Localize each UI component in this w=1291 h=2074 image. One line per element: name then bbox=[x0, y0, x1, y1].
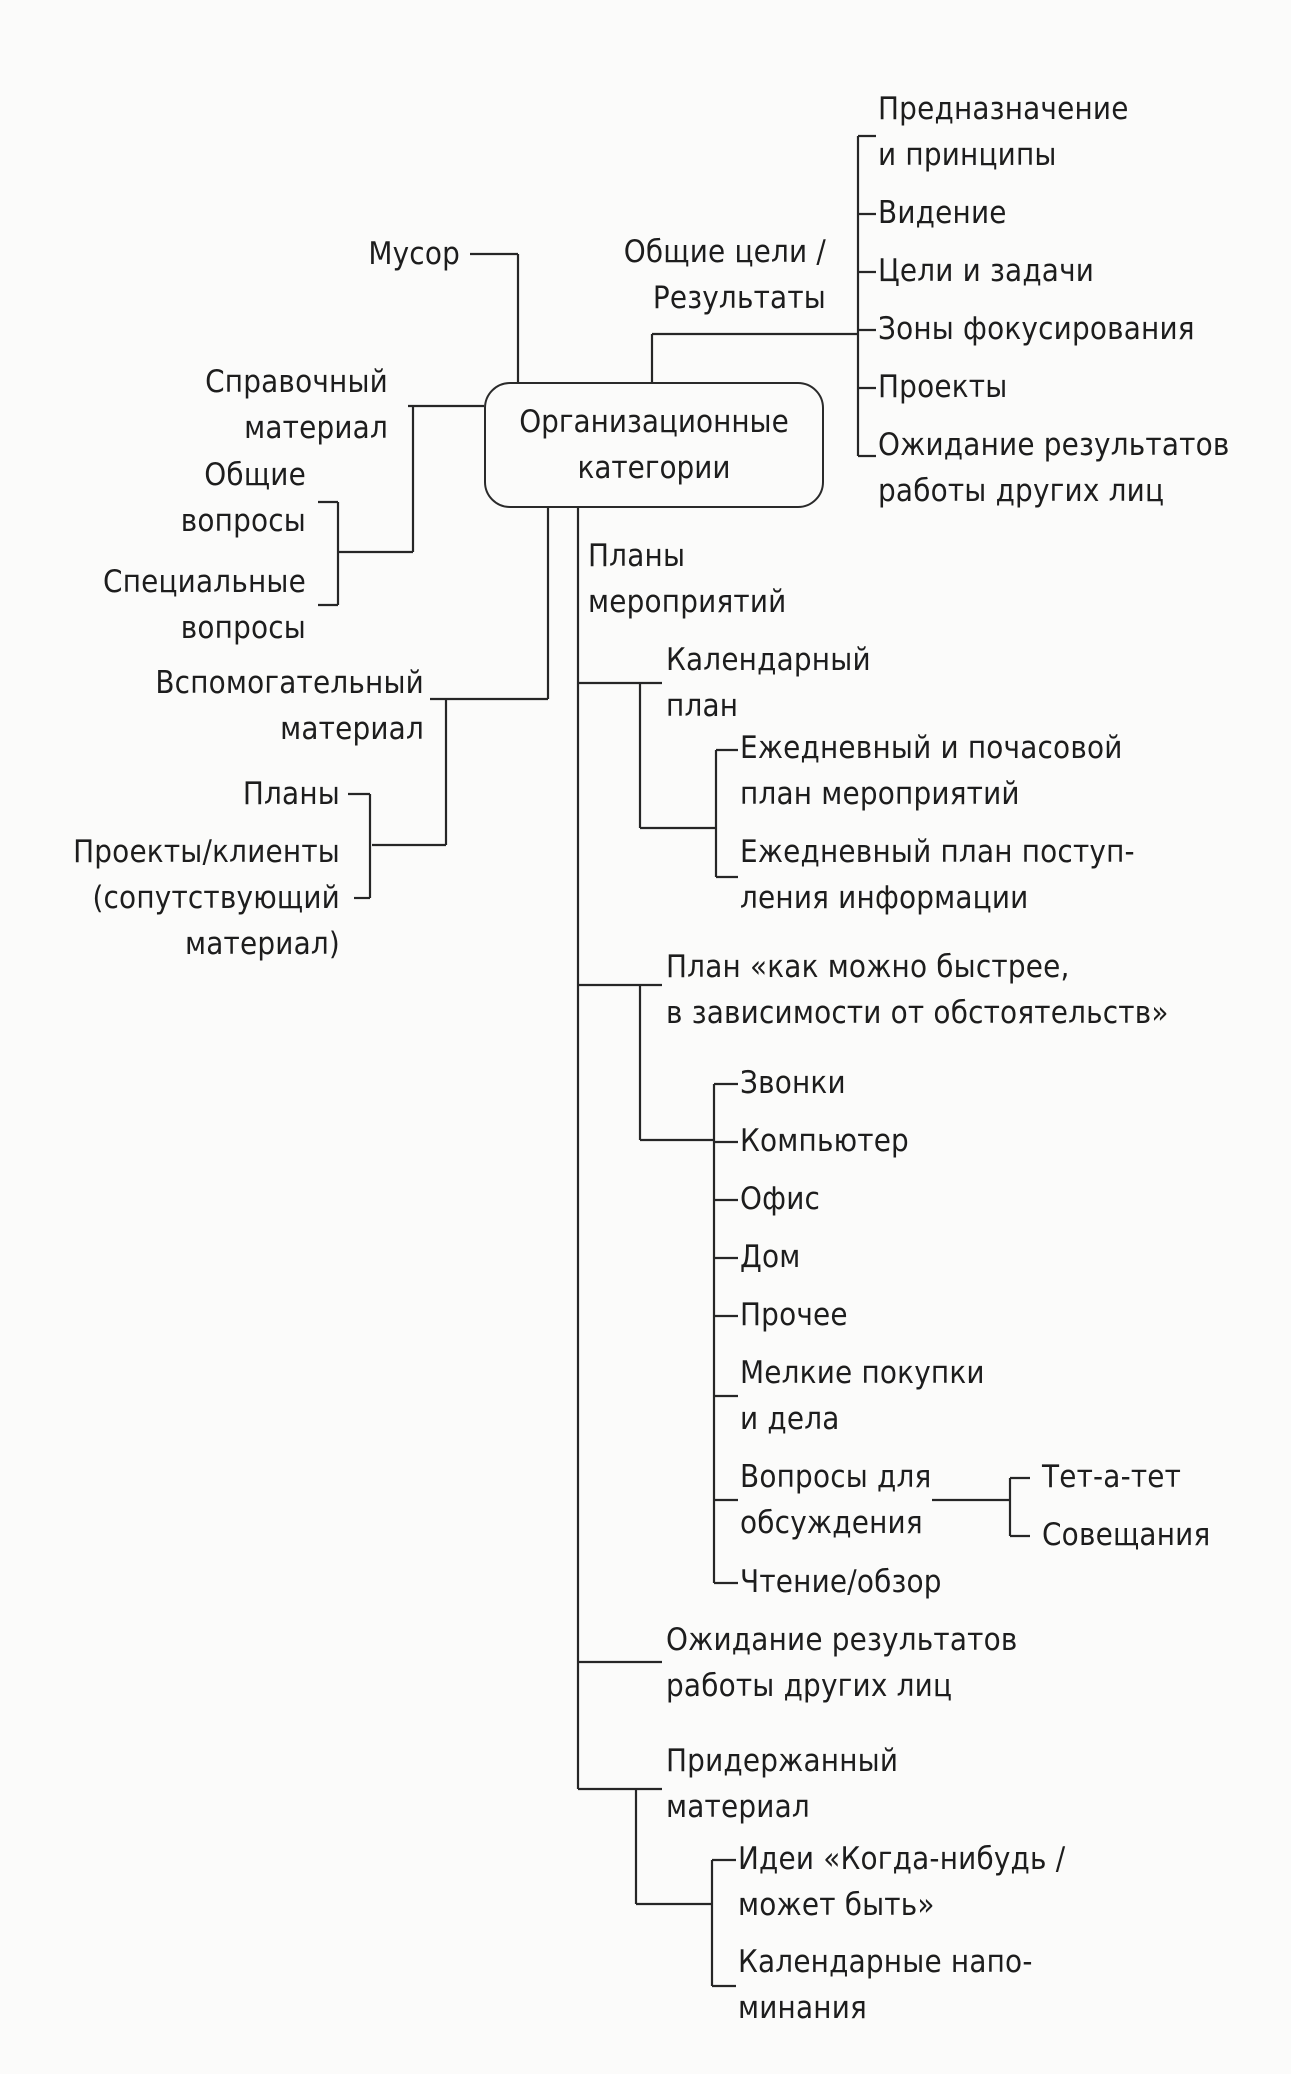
node-waiting: Ожидание результатов работы других лиц bbox=[666, 1622, 1018, 1704]
goal-item: Зоны фокусирования bbox=[878, 311, 1195, 347]
node-asap-plan: План «как можно быстрее, в зависимости о… bbox=[666, 949, 1169, 1031]
node-reference: Справочный материал bbox=[205, 364, 388, 446]
node-plans: Планы bbox=[242, 776, 340, 812]
goal-item: Проекты bbox=[878, 369, 1008, 405]
context-item: Компьютер bbox=[740, 1123, 909, 1159]
context-item: Дом bbox=[740, 1239, 801, 1275]
discussion-item: Совещания bbox=[1042, 1517, 1211, 1553]
held-item: Календарные напо- минания bbox=[738, 1944, 1033, 2026]
node-specific-questions: Специальные вопросы bbox=[103, 564, 306, 646]
node-support-material: Вспомогательный материал bbox=[155, 665, 424, 747]
discussion-item: Тет-а-тет bbox=[1042, 1459, 1182, 1495]
context-item: Мелкие покупки и дела bbox=[740, 1355, 985, 1437]
goal-item: Ожидание результатов работы других лиц bbox=[878, 427, 1230, 509]
node-general-questions: Общие вопросы bbox=[180, 457, 306, 539]
node-trash: Мусор bbox=[368, 236, 460, 272]
root-line-2: категории bbox=[577, 450, 731, 486]
context-item: Чтение/обзор bbox=[740, 1564, 942, 1600]
node-calendar-plan: Календарный план bbox=[666, 642, 871, 724]
context-item: Офис bbox=[740, 1181, 821, 1217]
node-projects-clients: Проекты/клиенты (сопутствующий материал) bbox=[73, 834, 340, 962]
node-goals: Общие цели / Результаты bbox=[623, 234, 826, 316]
goal-item: Предназначение и принципы bbox=[878, 91, 1129, 173]
held-item: Идеи «Когда-нибудь / может быть» bbox=[738, 1841, 1066, 1923]
context-item: Звонки bbox=[740, 1065, 846, 1101]
calendar-item: Ежедневный и почасовой план мероприятий bbox=[740, 730, 1123, 812]
goal-item: Цели и задачи bbox=[878, 253, 1095, 289]
root-node: Организационные категории bbox=[484, 382, 824, 508]
root-line-1: Организационные bbox=[519, 404, 789, 440]
goal-item: Видение bbox=[878, 195, 1007, 231]
context-item: Вопросы для обсуждения bbox=[740, 1459, 932, 1541]
context-item: Прочее bbox=[740, 1297, 848, 1333]
node-action-plans: Планы мероприятий bbox=[588, 538, 787, 620]
node-held-material: Придержанный материал bbox=[666, 1743, 899, 1825]
calendar-item: Ежедневный план поступ- ления информации bbox=[740, 834, 1135, 916]
